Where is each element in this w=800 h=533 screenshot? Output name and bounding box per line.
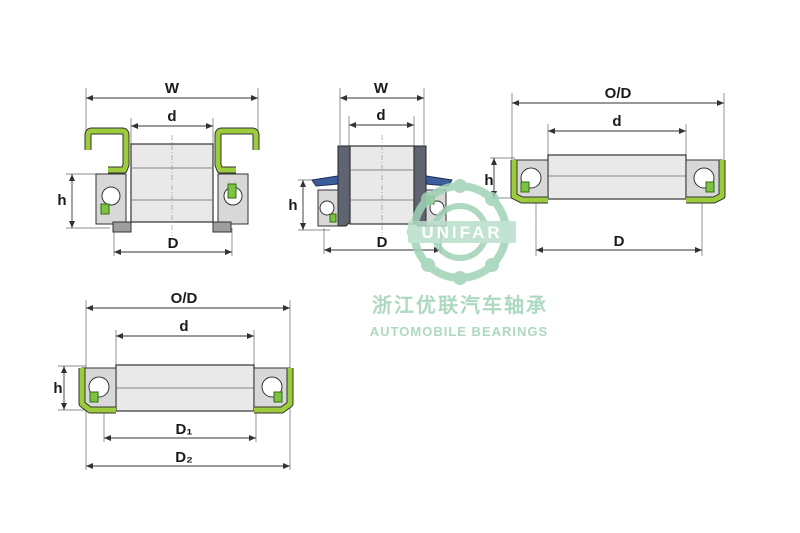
dim-label-d: d <box>376 107 385 124</box>
watermark-english: AUTOMOBILE BEARINGS <box>370 324 548 339</box>
diagram-thin-bearing-d1-d2: O/D d D₁ D₂ h <box>53 290 294 470</box>
bearing-logo-icon <box>407 179 516 285</box>
dim-label-d: d <box>179 318 188 335</box>
dim-label-w: W <box>374 80 389 97</box>
dim-label-d: d <box>167 108 176 125</box>
diagram-thin-bearing-od: O/D d D h <box>484 85 726 256</box>
dim-label-w: W <box>165 80 180 97</box>
dim-label-d1: D₁ <box>175 421 192 438</box>
dim-label-D: D <box>614 233 625 250</box>
dim-label-D: D <box>168 235 179 252</box>
diagram-clutch-bearing-flanged: W d D h <box>57 80 260 256</box>
dim-label-D: D <box>377 234 388 251</box>
dim-label-od: O/D <box>605 85 632 102</box>
dim-label-d: d <box>612 113 621 130</box>
dim-label-h: h <box>288 197 297 214</box>
watermark-brand: UNIFAR <box>421 223 502 242</box>
dim-label-h: h <box>53 380 62 397</box>
dim-label-od: O/D <box>171 290 198 307</box>
dim-label-d2: D₂ <box>175 449 193 466</box>
watermark-chinese: 浙江优联汽车轴承 <box>372 293 548 317</box>
dim-label-h: h <box>484 172 493 189</box>
watermark: UNIFAR 浙江优联汽车轴承 AUTOMOBILE BEARINGS <box>370 179 548 339</box>
dim-label-h: h <box>57 192 66 209</box>
